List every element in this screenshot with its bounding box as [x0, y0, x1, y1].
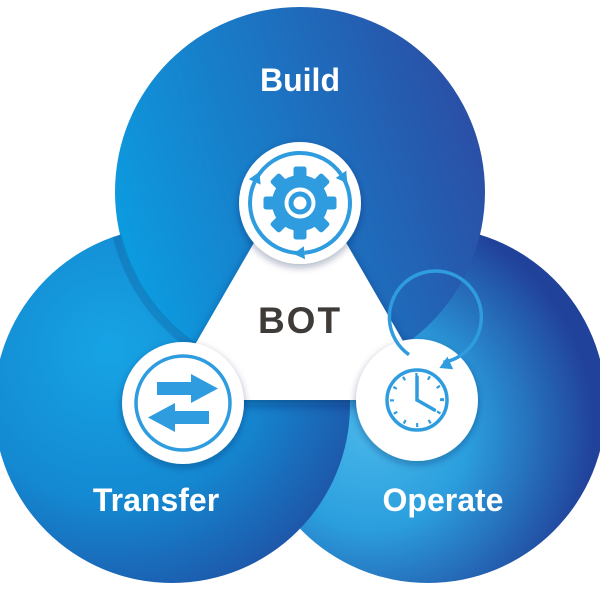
history-arrowhead: [439, 356, 454, 370]
node-labels: Build Transfer Operate: [93, 62, 504, 518]
transfer-ring: [134, 354, 232, 452]
arrow-right-icon: [157, 374, 218, 403]
arrow-left-icon: [148, 403, 209, 432]
transfer-icon-badge: [122, 342, 244, 464]
clock-hands: [415, 375, 437, 412]
history-arrow-arc: [387, 269, 484, 365]
clock-icon: [385, 368, 449, 432]
center-triangle: [174, 179, 426, 401]
gear-sync-icon: [248, 151, 352, 260]
sync-arrows-icon: [248, 151, 352, 255]
center-label: BOT: [258, 300, 342, 341]
gear-icon: [263, 166, 337, 240]
clock-ticks: [390, 373, 444, 427]
operate-label: Operate: [383, 482, 504, 518]
build-label: Build: [260, 62, 340, 98]
sync-arrowheads: [248, 170, 348, 260]
center-label-group: BOT: [258, 300, 342, 341]
clock-history-icon: [385, 269, 484, 432]
transfer-label: Transfer: [93, 482, 219, 518]
swap-arrows-icon: [134, 354, 232, 452]
